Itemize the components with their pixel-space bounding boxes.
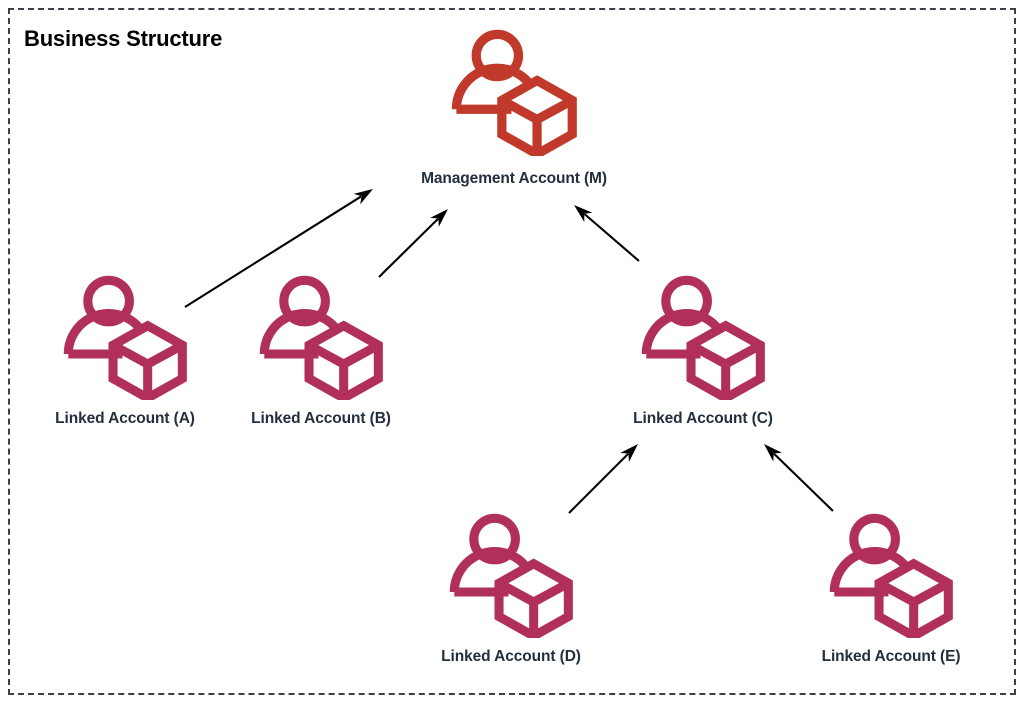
account-node-a[interactable]: Linked Account (A) <box>55 274 195 440</box>
arrow-line <box>773 452 834 512</box>
cube-shape <box>686 320 765 400</box>
account-node-e[interactable]: Linked Account (E) <box>822 512 961 678</box>
user-cube-icon <box>63 275 187 400</box>
person-shoulders-shape <box>259 309 342 355</box>
person-head-shape <box>661 275 712 327</box>
arrow-line <box>378 218 439 278</box>
person-head-shape <box>279 275 330 327</box>
cube-shape <box>874 558 953 638</box>
person-head-shape <box>83 275 134 327</box>
person-shoulders-shape <box>641 309 724 355</box>
user-cube-icon <box>259 275 383 400</box>
arrow-d-c <box>568 444 638 514</box>
arrow-b-m <box>378 209 448 278</box>
person-head-shape <box>469 513 520 565</box>
person-shoulders-shape <box>451 63 536 110</box>
cube-shape <box>497 75 577 156</box>
account-node-b[interactable]: Linked Account (B) <box>251 274 391 440</box>
account-node-c[interactable]: Linked Account (C) <box>633 274 773 440</box>
arrow-e-c <box>764 444 834 512</box>
account-label-a: Linked Account (A) <box>55 410 195 427</box>
cube-shape <box>494 558 573 638</box>
account-label-b: Linked Account (B) <box>251 410 391 427</box>
arrow-line <box>568 453 629 514</box>
arrow-head <box>430 209 448 227</box>
user-cube-icon <box>829 513 953 638</box>
cube-shape <box>304 320 383 400</box>
account-node-d[interactable]: Linked Account (D) <box>441 512 581 678</box>
arrow-head <box>574 205 593 223</box>
person-shoulders-shape <box>449 547 532 593</box>
person-head-shape <box>849 513 900 565</box>
account-label-e: Linked Account (E) <box>821 648 961 665</box>
user-cube-icon <box>451 29 577 156</box>
person-shoulders-shape <box>63 309 146 355</box>
arrow-head <box>620 444 638 462</box>
user-cube-icon <box>449 513 573 638</box>
user-cube-icon <box>641 275 765 400</box>
arrow-line <box>583 213 640 262</box>
person-shoulders-shape <box>829 547 912 593</box>
arrow-head <box>353 189 373 205</box>
account-label-c: Linked Account (C) <box>633 410 773 427</box>
person-head-shape <box>471 29 524 82</box>
account-label-d: Linked Account (D) <box>441 648 581 665</box>
account-label-m: Management Account (M) <box>421 170 607 187</box>
arrow-c-m <box>574 205 640 262</box>
account-node-m[interactable]: Management Account (M) <box>421 28 607 196</box>
arrow-head <box>764 444 782 462</box>
page-title: Business Structure <box>24 26 223 51</box>
cube-shape <box>108 320 187 400</box>
